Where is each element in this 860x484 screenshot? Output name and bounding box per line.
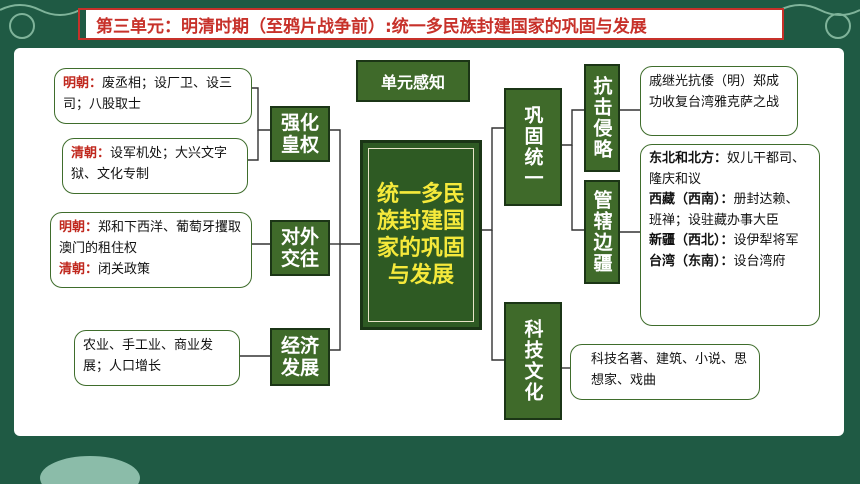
node-foreign-relations: 对外交往 bbox=[270, 220, 330, 276]
region-tibet-text: 册封达赖、班禅；设驻藏办事大臣 bbox=[649, 192, 799, 228]
title-bar: 第三单元：明清时期（至鸦片战争前）:统一多民族封建国家的巩固与发展 bbox=[78, 8, 784, 40]
note-ming-centralization: 明朝：废丞相；设厂卫、设三司；八股取士 bbox=[54, 68, 252, 124]
note-science-culture: 科技名著、建筑、小说、思想家、戏曲 bbox=[570, 344, 760, 400]
note-qing-centralization: 清朝：设军机处；大兴文字狱、文化专制 bbox=[62, 138, 248, 194]
node-resist-aggression: 抗击侵略 bbox=[584, 64, 620, 172]
page-title: 第三单元：明清时期（至鸦片战争前）:统一多民族封建国家的巩固与发展 bbox=[96, 16, 647, 37]
node-science-culture: 科技文化 bbox=[504, 302, 562, 420]
note-resist-aggression: 戚继光抗倭（明）郑成功收复台湾雅克萨之战 bbox=[640, 66, 798, 136]
unit-label-text: 单元感知 bbox=[380, 73, 445, 92]
unit-label: 单元感知 bbox=[356, 60, 470, 102]
note-resist-text: 戚继光抗倭（明）郑成功收复台湾雅克萨之战 bbox=[649, 74, 780, 110]
center-node-text: 统一多民族封建国家的巩固与发展 bbox=[376, 182, 465, 288]
region-xinjiang-text: 设伊犁将军 bbox=[733, 233, 799, 248]
dynasty-qing-label-2: 清朝： bbox=[59, 262, 99, 277]
note-foreign-relations: 明朝：郑和下西洋、葡萄牙攫取澳门的租住权 清朝：闭关政策 bbox=[50, 212, 252, 288]
dynasty-ming-label: 明朝： bbox=[63, 76, 103, 91]
dynasty-qing-label: 清朝： bbox=[71, 146, 111, 161]
node-border-label: 管辖边疆 bbox=[590, 190, 613, 274]
region-taiwan-text: 设台湾府 bbox=[733, 253, 786, 269]
note-border-regions: 东北和北方：奴儿干都司、隆庆和议 西藏（西南）：册封达赖、班禅；设驻藏办事大臣 … bbox=[640, 144, 820, 326]
node-resist-label: 抗击侵略 bbox=[590, 76, 613, 160]
center-node-frame: 统一多民族封建国家的巩固与发展 bbox=[368, 148, 474, 322]
region-northeast: 东北和北方： bbox=[649, 151, 728, 166]
note-qing-text: 设军机处；大兴文字狱、文化专制 bbox=[71, 146, 228, 182]
node-science-label: 科技文化 bbox=[521, 319, 544, 403]
node-foreign-label: 对外交往 bbox=[280, 226, 319, 270]
node-economic-development: 经济发展 bbox=[270, 328, 330, 386]
note-foreign-ming-text: 郑和下西洋、葡萄牙攫取澳门的租住权 bbox=[59, 220, 242, 256]
node-consolidate-label: 巩固统一 bbox=[521, 105, 544, 189]
center-node: 统一多民族封建国家的巩固与发展 bbox=[360, 140, 482, 330]
region-tibet: 西藏（西南）： bbox=[649, 192, 734, 207]
note-foreign-qing-text: 闭关政策 bbox=[98, 262, 151, 277]
note-ming-text: 废丞相；设厂卫、设三司；八股取士 bbox=[63, 76, 233, 112]
note-economy: 农业、手工业、商业发展；人口增长 bbox=[74, 330, 240, 386]
node-strengthen-imperial-power: 强化皇权 bbox=[270, 106, 330, 162]
note-science-text: 科技名著、建筑、小说、思想家、戏曲 bbox=[591, 352, 748, 388]
note-economy-text: 农业、手工业、商业发展；人口增长 bbox=[83, 338, 214, 374]
region-taiwan: 台湾（东南）： bbox=[649, 253, 734, 269]
node-economy-label: 经济发展 bbox=[280, 335, 319, 379]
region-northeast-text: 奴儿干都司、隆庆和议 bbox=[649, 151, 806, 187]
dynasty-ming-label-2: 明朝： bbox=[59, 220, 99, 235]
region-xinjiang: 新疆（西北）： bbox=[649, 233, 734, 248]
title-accent bbox=[80, 10, 86, 38]
node-consolidate-unity: 巩固统一 bbox=[504, 88, 562, 206]
node-strengthen-label: 强化皇权 bbox=[280, 112, 319, 156]
node-border-administration: 管辖边疆 bbox=[584, 180, 620, 284]
